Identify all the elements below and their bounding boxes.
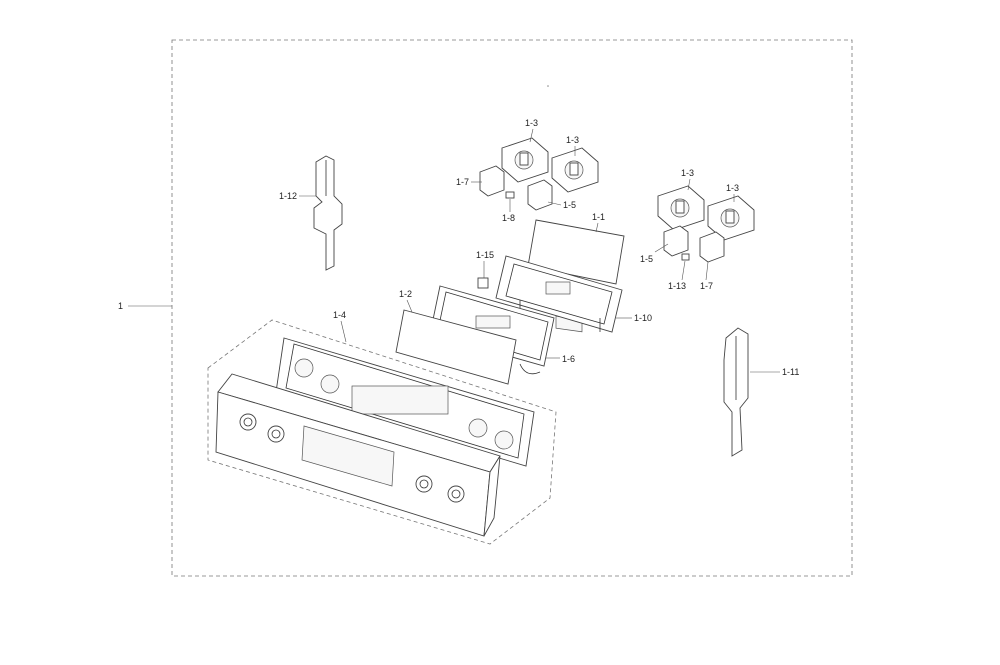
- panel-knob-3: [415, 475, 433, 493]
- panel-display: [301, 425, 395, 487]
- mounting-bracket: 1-10: [495, 255, 652, 333]
- callout-1-11: 1-11: [782, 367, 799, 377]
- knob-group-right: 1-3 1-3 1-5 1-13 1-7: [640, 168, 755, 291]
- origin-mark: [547, 85, 549, 87]
- callout-1-13: 1-13: [668, 281, 686, 291]
- side-bracket-left: 1-12: [279, 155, 343, 271]
- holder: 1-15: [476, 250, 494, 289]
- side-bracket-right: 1-11: [723, 327, 799, 457]
- control-panel: 1-4: [207, 310, 557, 545]
- callout-1-6: 1-6: [562, 354, 575, 364]
- switch-left: [527, 179, 553, 211]
- window-frame: 1-6: [429, 285, 575, 375]
- callout-1-3-b: 1-3: [566, 135, 579, 145]
- panel-knob-4: [447, 485, 465, 503]
- switch-base-right: [699, 231, 725, 263]
- callout-1-10: 1-10: [634, 313, 652, 323]
- callout-1-7-a: 1-7: [456, 177, 469, 187]
- callout-1-2: 1-2: [399, 289, 412, 299]
- assembly-boundary: [171, 39, 853, 577]
- callout-1-3-c: 1-3: [681, 168, 694, 178]
- callout-1-5-a: 1-5: [563, 200, 576, 210]
- callout-1-3-a: 1-3: [525, 118, 538, 128]
- callout-1-15: 1-15: [476, 250, 494, 260]
- clip-left: [505, 191, 515, 199]
- callout-1-1: 1-1: [592, 212, 605, 222]
- panel-knob-2: [267, 425, 285, 443]
- display-window: 1-2: [395, 289, 517, 385]
- callout-1-5-b: 1-5: [640, 254, 653, 264]
- clip-right: [681, 253, 690, 261]
- callout-1: 1: [118, 301, 123, 311]
- callout-1-3-d: 1-3: [726, 183, 739, 193]
- callout-1-4: 1-4: [333, 310, 346, 320]
- control-board: 1-1: [527, 212, 625, 333]
- callout-1-12: 1-12: [279, 191, 297, 201]
- callout-1-8: 1-8: [502, 213, 515, 223]
- switch-base-left: [479, 165, 505, 197]
- panel-knob-1: [239, 413, 257, 431]
- knob-group-left: 1-3 1-3 1-7 1-5 1-8: [456, 118, 599, 223]
- callout-1-7-b: 1-7: [700, 281, 713, 291]
- switch-right: [663, 225, 689, 257]
